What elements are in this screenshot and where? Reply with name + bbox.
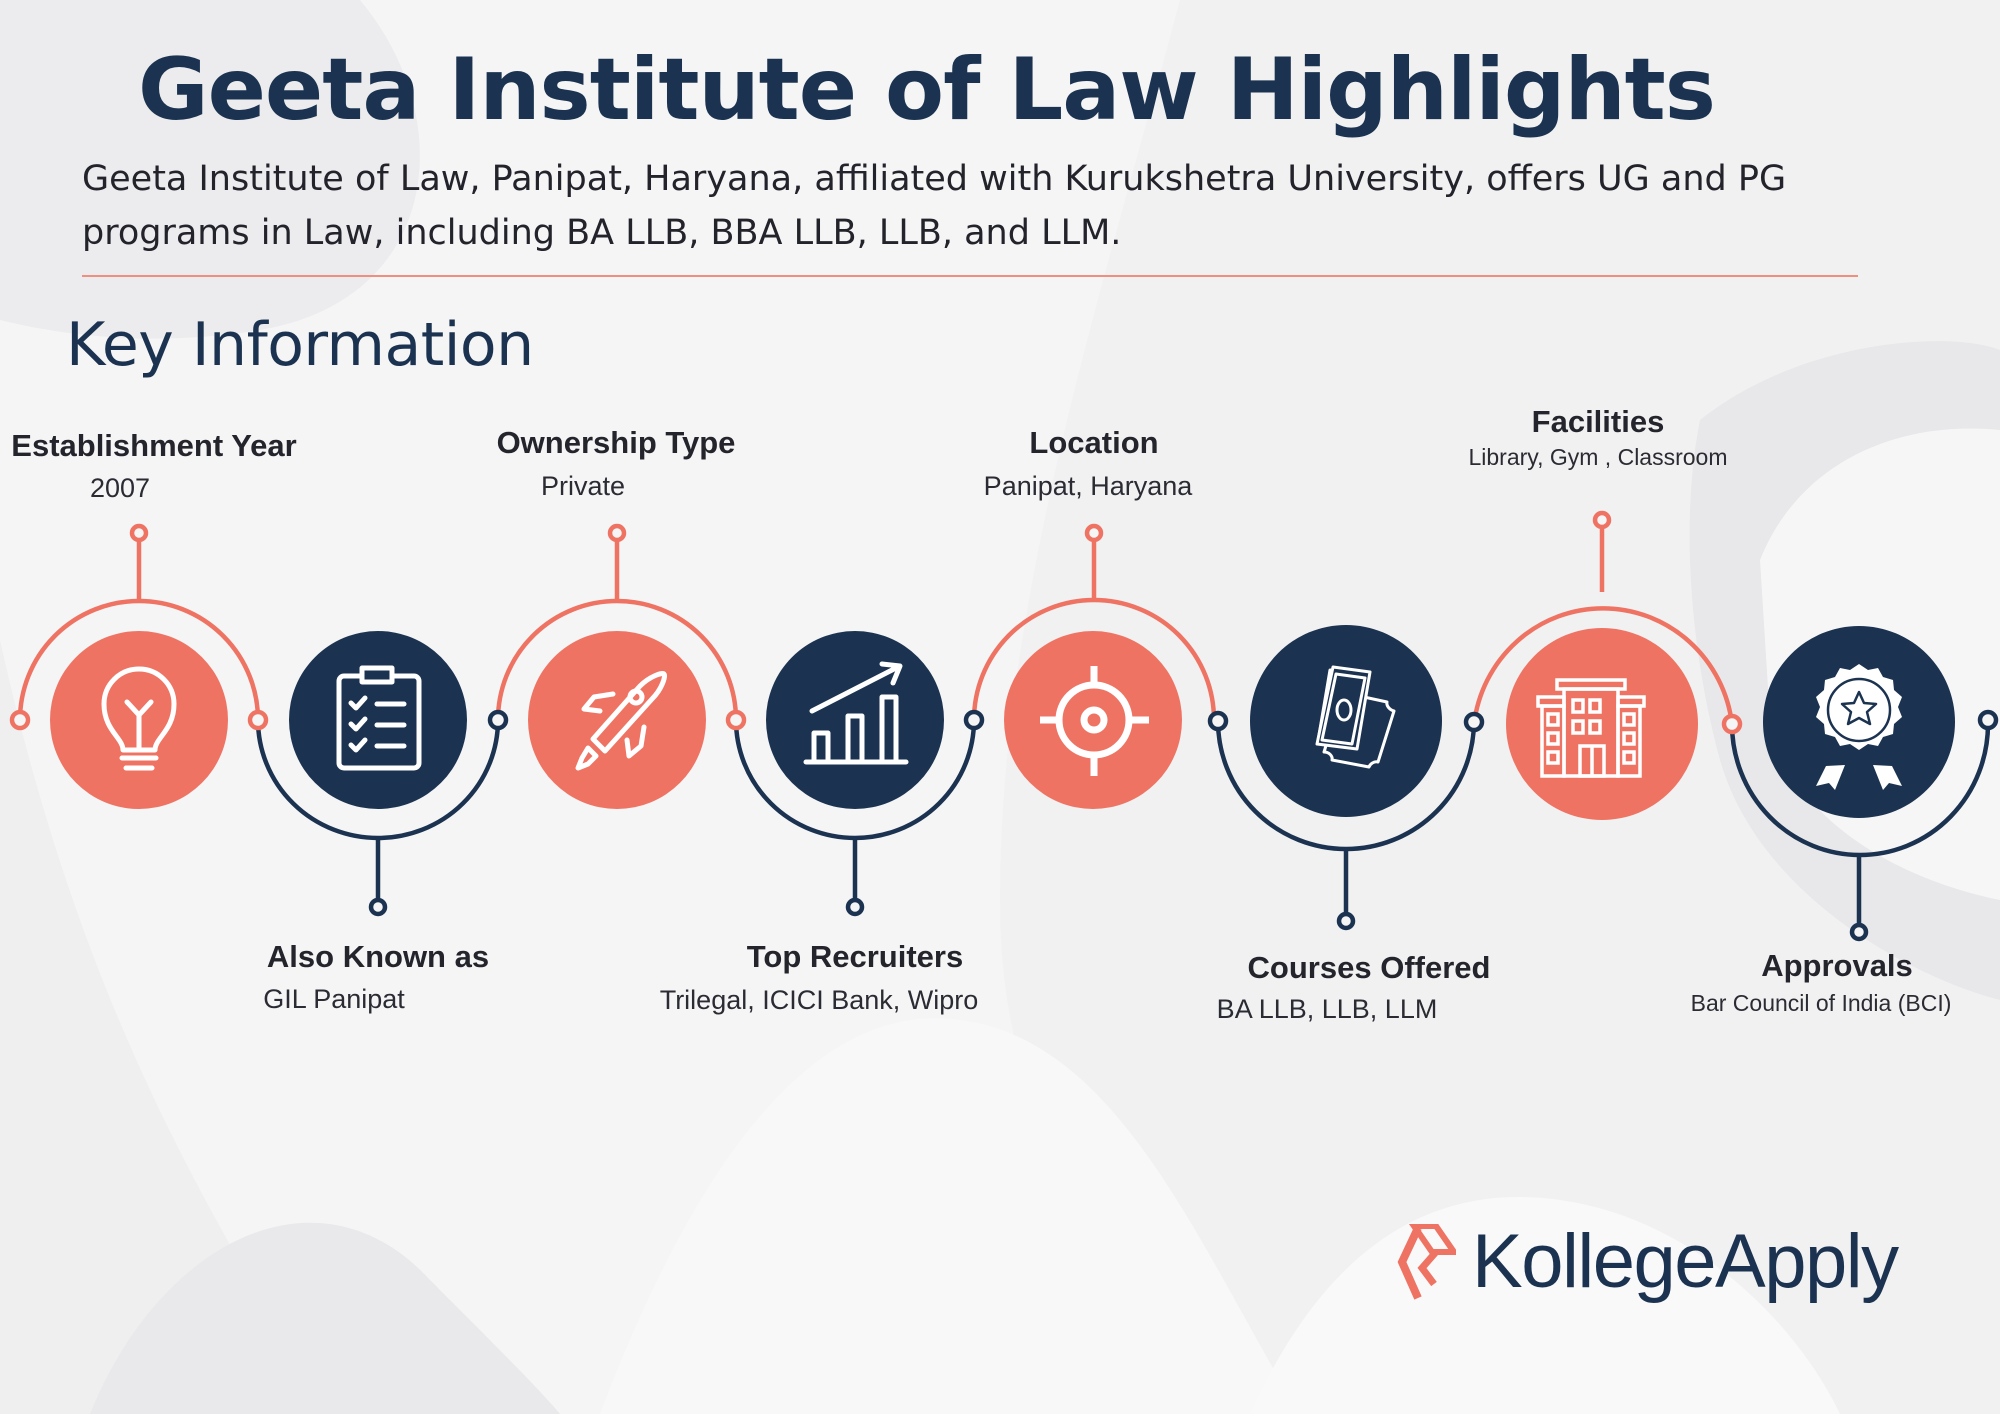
label-approvals: Approvals — [1761, 948, 1913, 983]
label-also-known-as: Also Known as — [266, 939, 490, 974]
label-facilities: Facilities — [1531, 404, 1665, 439]
section-title: Key Information — [66, 310, 534, 380]
clipboard-checklist-icon — [336, 665, 422, 771]
cash-icon — [1315, 665, 1396, 769]
award-badge-icon — [1816, 664, 1902, 790]
brand-logo: KollegeApply — [1384, 1218, 1899, 1305]
label-establishment-year: Establishment Year — [11, 428, 297, 463]
value-facilities: Library, Gym , Classroom — [1468, 444, 1728, 470]
page-description: Geeta Institute of Law, Panipat, Haryana… — [82, 159, 1787, 253]
label-location: Location — [1029, 425, 1159, 460]
label-ownership-type: Ownership Type — [496, 425, 736, 460]
value-courses-offered: BA LLB, LLB, LLM — [1216, 994, 1438, 1024]
label-courses-offered: Courses Offered — [1247, 950, 1491, 985]
circle-recruiters — [766, 631, 944, 809]
building-icon — [1536, 678, 1646, 778]
rocket-icon — [575, 671, 667, 771]
lightbulb-icon — [101, 666, 177, 771]
value-location: Panipat, Haryana — [983, 471, 1193, 501]
brand-name: KollegeApply — [1472, 1219, 1899, 1304]
value-approvals: Bar Council of India (BCI) — [1690, 990, 1952, 1016]
header-divider — [82, 275, 1858, 277]
value-also-known-as: GIL Panipat — [263, 984, 405, 1014]
circle-facilities — [1506, 628, 1698, 820]
target-icon — [1040, 666, 1149, 776]
value-ownership-type: Private — [540, 471, 626, 501]
kollegeapply-chevron-icon — [1397, 1223, 1456, 1300]
circle-also-known — [289, 631, 467, 809]
page-title: Geeta Institute of Law Highlights — [138, 40, 1716, 140]
value-establishment-year: 2007 — [89, 473, 151, 503]
value-top-recruiters: Trilegal, ICICI Bank, Wipro — [659, 985, 979, 1015]
circle-ownership — [528, 631, 706, 809]
growth-chart-icon — [803, 661, 909, 765]
label-top-recruiters: Top Recruiters — [746, 939, 964, 974]
circle-location — [1004, 631, 1182, 809]
